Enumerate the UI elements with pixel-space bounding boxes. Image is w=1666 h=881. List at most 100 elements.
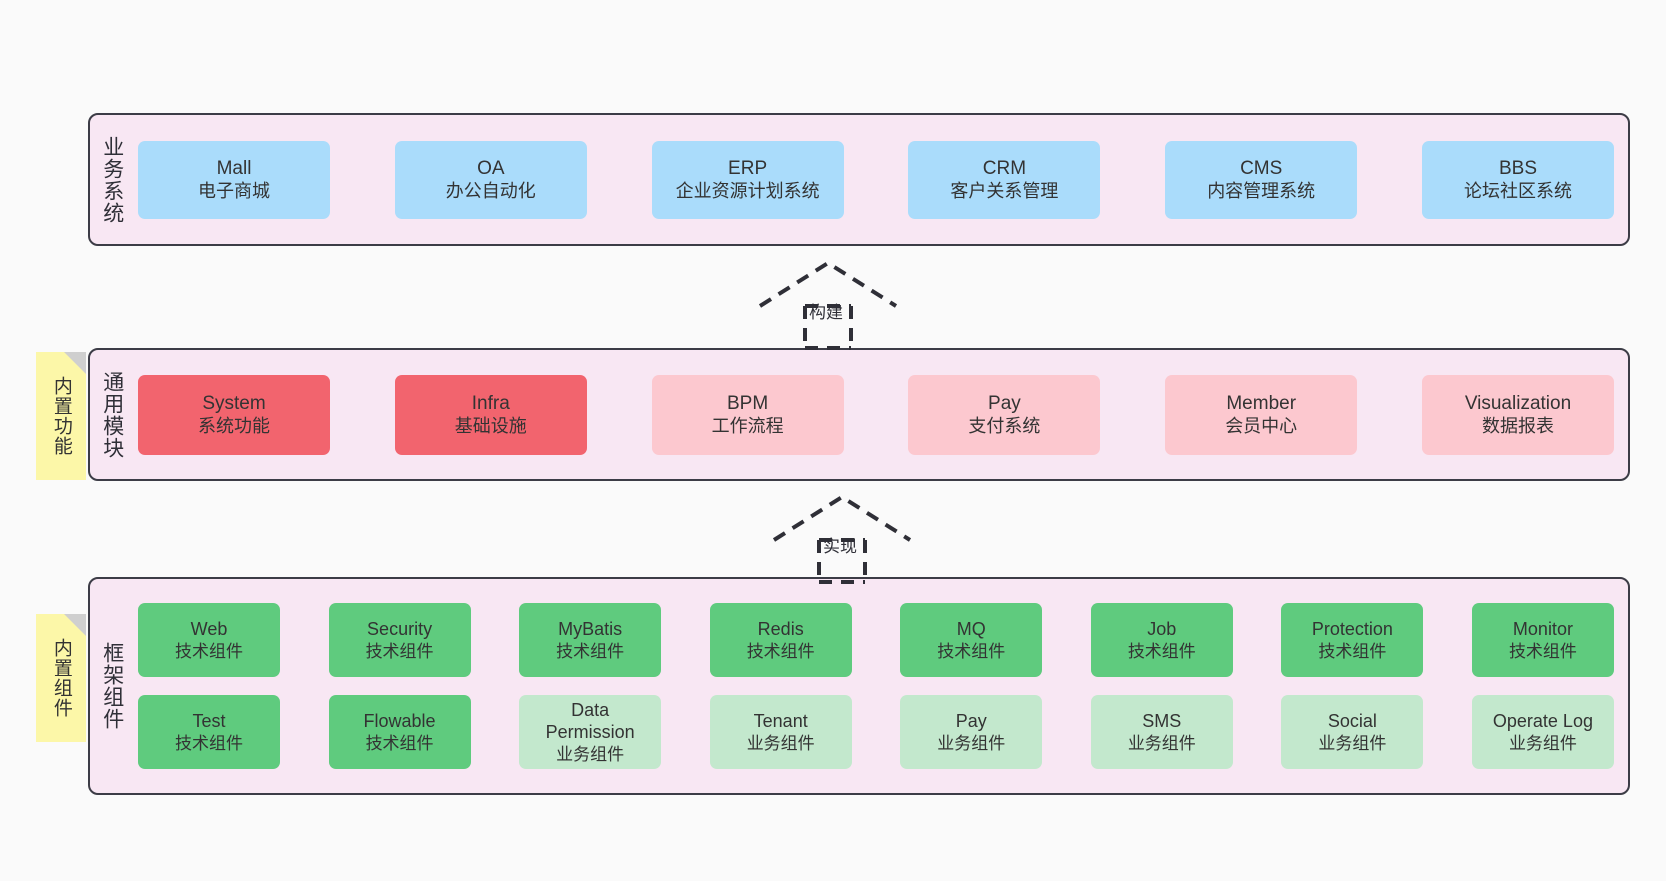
card-title: Data Permission [545,700,635,743]
card-redis[interactable]: Redis 技术组件 [709,603,852,677]
card-subtitle: 技术组件 [1127,641,1196,661]
card-data-permission[interactable]: Data Permission 业务组件 [519,695,662,769]
arrow-implement: 实现 [771,492,913,584]
card-member[interactable]: Member 会员中心 [1165,374,1358,455]
card-subtitle: 技术组件 [365,641,434,661]
framework-row-business: Test 技术组件 Flowable 技术组件 Data Permission … [138,695,1614,769]
card-mq[interactable]: MQ 技术组件 [900,603,1043,677]
card-pay-component[interactable]: Pay 业务组件 [900,695,1043,769]
note-label: 内置组件 [50,638,72,718]
card-title: BBS [1498,157,1537,179]
card-visualization[interactable]: Visualization 数据报表 [1421,374,1614,455]
card-subtitle: 技术组件 [175,733,243,753]
card-subtitle: 基础设施 [454,416,527,437]
note-fold-corner [64,614,86,636]
card-title: Security [367,619,433,640]
card-title: Member [1226,392,1297,414]
card-subtitle: 技术组件 [365,733,434,753]
card-subtitle: 系统功能 [198,416,270,437]
card-erp[interactable]: ERP 企业资源计划系统 [651,140,844,219]
card-title: Operate Log [1492,711,1593,732]
arrow-implement-glyph [772,494,912,584]
card-title: Monitor [1512,619,1573,640]
card-subtitle: 技术组件 [556,641,625,661]
layer-body-framework-component: Web 技术组件 Security 技术组件 MyBatis 技术组件 Redi… [134,579,1628,793]
card-crm[interactable]: CRM 客户关系管理 [908,140,1101,219]
card-infra[interactable]: Infra 基础设施 [394,374,587,455]
card-cms[interactable]: CMS 内容管理系统 [1165,140,1358,219]
card-subtitle: 会员中心 [1225,416,1298,437]
card-title: System [202,392,266,414]
card-oa[interactable]: OA 办公自动化 [394,140,587,219]
card-title: Flowable [363,711,436,732]
card-flowable[interactable]: Flowable 技术组件 [328,695,471,769]
layer-title-common-module: 通用模块 [100,370,124,459]
card-subtitle: 技术组件 [937,641,1006,661]
card-subtitle: 技术组件 [1508,641,1577,661]
card-job[interactable]: Job 技术组件 [1090,603,1233,677]
layer-body-business-system: Mall 电子商城 OA 办公自动化 ERP 企业资源计划系统 CRM 客户关系… [134,115,1628,244]
card-title: Social [1327,711,1377,732]
card-title: MyBatis [558,619,623,640]
layer-title-framework-component: 框架组件 [100,642,124,730]
card-title: OA [477,157,505,179]
card-social[interactable]: Social 业务组件 [1281,695,1424,769]
card-subtitle: 技术组件 [1318,641,1387,661]
card-title: Test [192,711,226,732]
note-built-in-function: 内置功能 [36,352,86,480]
framework-row-technical: Web 技术组件 Security 技术组件 MyBatis 技术组件 Redi… [138,603,1614,677]
arrow-build-label: 构建 [809,303,843,322]
card-bbs[interactable]: BBS 论坛社区系统 [1421,140,1614,219]
layer-body-common-module: System 系统功能 Infra 基础设施 BPM 工作流程 Pay 支付系统… [134,350,1628,479]
card-subtitle: 业务组件 [1127,733,1196,753]
card-title: Mall [216,157,252,179]
card-mall[interactable]: Mall 电子商城 [138,140,330,219]
card-web[interactable]: Web 技术组件 [138,603,280,677]
card-title: CMS [1240,157,1283,179]
card-pay[interactable]: Pay 支付系统 [908,374,1101,455]
card-tenant[interactable]: Tenant 业务组件 [709,695,852,769]
card-test[interactable]: Test 技术组件 [138,695,280,769]
note-fold-corner [64,352,86,374]
card-title: Job [1147,619,1177,640]
layer-framework-component: 框架组件 Web 技术组件 Security 技术组件 MyBatis 技术组件… [88,577,1630,795]
card-operate-log[interactable]: Operate Log 业务组件 [1471,695,1614,769]
card-subtitle: 技术组件 [175,641,243,661]
note-built-in-component: 内置组件 [36,614,86,742]
card-subtitle: 客户关系管理 [950,181,1059,202]
card-title: BPM [727,392,769,414]
card-sms[interactable]: SMS 业务组件 [1090,695,1233,769]
card-title: Infra [471,392,510,414]
card-bpm[interactable]: BPM 工作流程 [651,374,844,455]
card-title: ERP [728,157,768,179]
card-title: MQ [956,619,986,640]
card-title: CRM [982,157,1027,179]
card-subtitle: 电子商城 [198,181,270,202]
layer-business-system: 业务系统 Mall 电子商城 OA 办公自动化 ERP 企业资源计划系统 CRM… [88,113,1630,246]
card-subtitle: 企业资源计划系统 [675,181,820,202]
card-protection[interactable]: Protection 技术组件 [1281,603,1424,677]
card-subtitle: 业务组件 [1508,733,1577,753]
card-subtitle: 业务组件 [937,733,1006,753]
note-label: 内置功能 [50,376,72,456]
card-subtitle: 内容管理系统 [1207,181,1316,202]
card-monitor[interactable]: Monitor 技术组件 [1471,603,1614,677]
card-title: Pay [988,392,1021,414]
arrow-implement-label: 实现 [823,537,857,556]
card-subtitle: 办公自动化 [445,181,536,202]
card-subtitle: 论坛社区系统 [1463,181,1572,202]
card-title: Protection [1311,619,1393,640]
card-title: SMS [1142,711,1182,732]
card-subtitle: 数据报表 [1481,416,1554,437]
card-subtitle: 支付系统 [968,416,1041,437]
card-title: Pay [955,711,987,732]
card-title: Web [190,619,228,640]
card-mybatis[interactable]: MyBatis 技术组件 [519,603,662,677]
card-system[interactable]: System 系统功能 [138,374,330,455]
card-security[interactable]: Security 技术组件 [328,603,471,677]
layer-title-business-system: 业务系统 [100,135,124,224]
arrow-build-glyph [758,260,898,350]
arrow-build: 构建 [757,258,899,350]
layer-common-module: 通用模块 System 系统功能 Infra 基础设施 BPM 工作流程 Pay… [88,348,1630,481]
